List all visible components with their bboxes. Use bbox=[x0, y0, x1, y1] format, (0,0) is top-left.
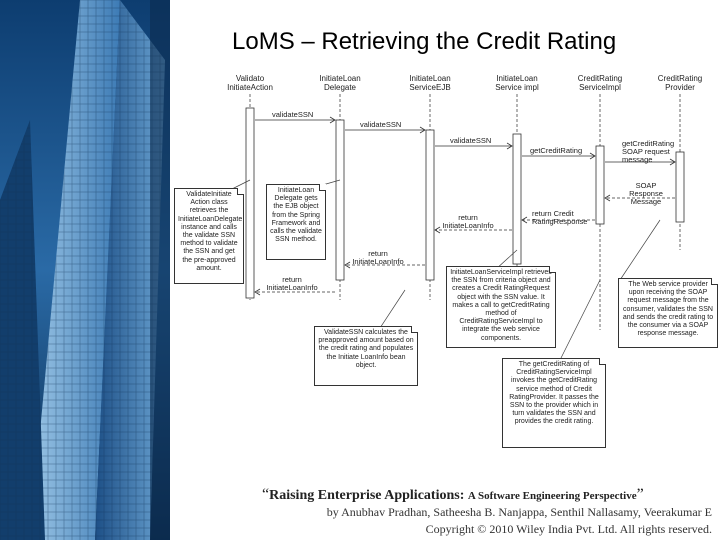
building-background-image bbox=[0, 0, 170, 540]
note-validate-initiate-action: ValidateInitiate Action class retrieves … bbox=[174, 188, 244, 284]
lifeline-label: InitiateLoan ServiceEJB bbox=[402, 74, 458, 92]
lifeline-label: Validato InitiateAction bbox=[222, 74, 278, 92]
message-label: SOAP Response Message bbox=[618, 182, 674, 206]
note-web-service-provider: The Web service provider upon receiving … bbox=[618, 278, 718, 348]
message-label: getCreditRating SOAP request message bbox=[622, 140, 672, 164]
sequence-diagram: Validato InitiateAction InitiateLoan Del… bbox=[160, 70, 720, 490]
lifeline-label: InitiateLoan Delegate bbox=[312, 74, 368, 92]
message-label: return InitiateLoanInfo bbox=[262, 276, 322, 292]
book-subtitle: A Software Engineering Perspective bbox=[468, 490, 637, 502]
message-label: getCreditRating bbox=[530, 147, 582, 155]
message-label: return InitiateLoanInfo bbox=[438, 214, 498, 230]
authors-line: by Anubhav Pradhan, Satheesha B. Nanjapp… bbox=[327, 505, 712, 520]
message-label: validateSSN bbox=[360, 121, 401, 129]
book-title: Raising Enterprise Applications: bbox=[269, 488, 468, 503]
copyright-line: Copyright © 2010 Wiley India Pvt. Ltd. A… bbox=[426, 522, 712, 537]
message-label: return InitiateLoanInfo bbox=[348, 250, 408, 266]
message-label: validateSSN bbox=[450, 137, 491, 145]
message-label: return Credit RatingResponse bbox=[532, 210, 588, 226]
note-initiate-loan-service-impl: InitiateLoanServiceImpl retrieves the SS… bbox=[446, 266, 556, 348]
slide-title: LoMS – Retrieving the Credit Rating bbox=[232, 28, 616, 56]
message-label: validateSSN bbox=[272, 111, 313, 119]
lifeline-label: InitiateLoan Service impl bbox=[489, 74, 545, 92]
lifeline-label: CreditRating Provider bbox=[652, 74, 708, 92]
lifeline-label: CreditRating ServiceImpl bbox=[572, 74, 628, 92]
note-initiate-loan-delegate: InitiateLoan Delegate gets the EJB objec… bbox=[266, 184, 326, 260]
note-validate-ssn: ValidateSSN calculates the preapproved a… bbox=[314, 326, 418, 386]
book-citation: “Raising Enterprise Applications: A Soft… bbox=[262, 486, 644, 504]
note-credit-rating-service-impl: The getCreditRating of CreditRatingServi… bbox=[502, 358, 606, 448]
